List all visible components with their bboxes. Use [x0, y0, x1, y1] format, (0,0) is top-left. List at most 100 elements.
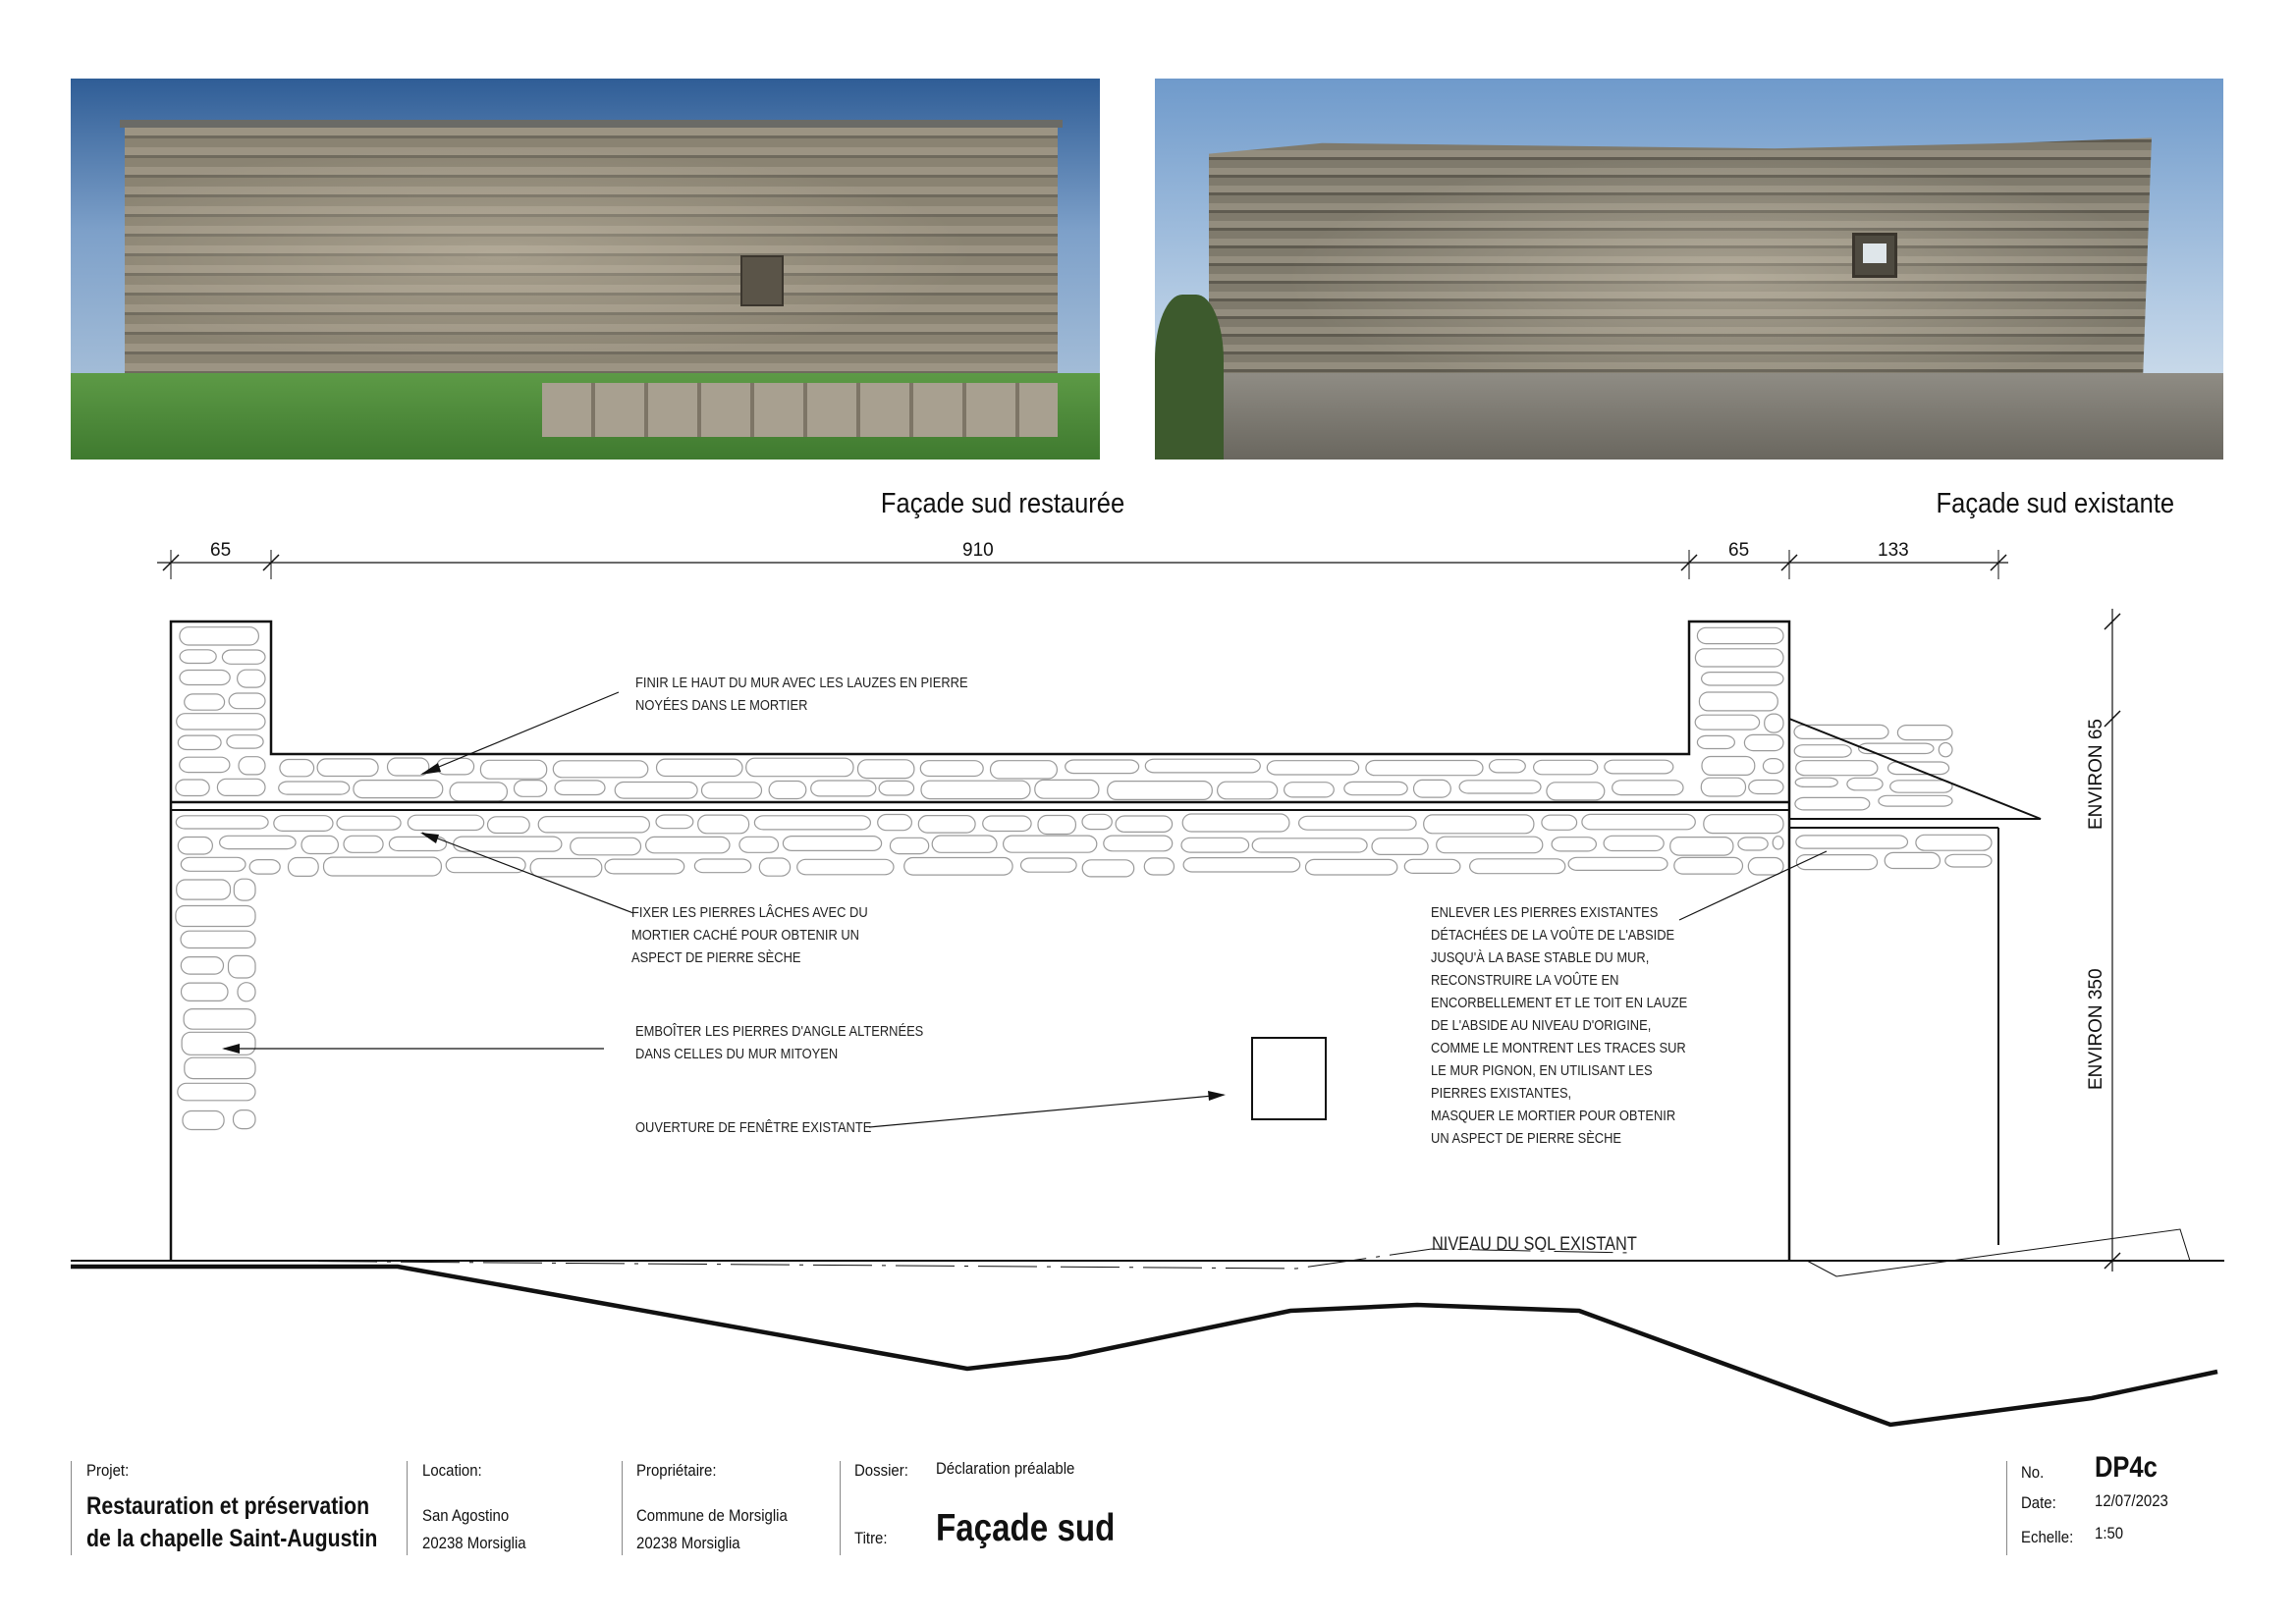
stone: [1365, 759, 1484, 777]
stone: [768, 780, 807, 800]
stone: [436, 757, 475, 776]
stone: [877, 813, 913, 832]
stone-pattern: [175, 626, 1993, 1131]
stone: [179, 626, 259, 646]
stone: [273, 815, 334, 833]
stone: [1673, 856, 1744, 875]
stone: [179, 756, 231, 774]
stone: [221, 649, 266, 665]
stone: [1343, 781, 1408, 796]
stone: [1743, 733, 1784, 752]
note-wall-top: FINIR LE HAUT DU MUR AVEC LES LAUZES EN …: [635, 675, 968, 714]
stone: [604, 858, 685, 875]
caption-existing: Façade sud existante: [1936, 488, 2175, 519]
stone: [1034, 779, 1100, 799]
stone: [1546, 782, 1606, 801]
stone: [1081, 813, 1113, 831]
stone: [1412, 779, 1451, 798]
stone: [1795, 760, 1879, 777]
location-value: San Agostino 20238 Morsiglia: [422, 1506, 526, 1552]
stone: [1603, 835, 1665, 852]
stone: [388, 836, 448, 852]
stone: [1762, 757, 1784, 775]
stone: [1764, 713, 1784, 733]
stone: [1436, 836, 1544, 854]
apse-roof: [1788, 718, 2042, 820]
stone: [1878, 794, 1953, 807]
stone: [179, 669, 231, 686]
stone: [176, 879, 232, 900]
stone: [180, 982, 229, 1001]
dim-right-pier: 65: [1728, 540, 1750, 561]
stone: [180, 930, 256, 949]
note-loose-stones: FIXER LES PIERRES LÂCHES AVEC DU MORTIER…: [631, 904, 868, 966]
dim-apse: 133: [1878, 540, 1909, 561]
stone: [1216, 781, 1279, 800]
stone: [386, 757, 430, 777]
date-label: Date:: [2021, 1493, 2056, 1512]
dimension-ticks: [162, 550, 2007, 579]
stone: [1701, 755, 1756, 776]
stone: [301, 835, 340, 855]
stone: [889, 837, 930, 855]
note-ground-level: NIVEAU DU SOL EXISTANT: [1432, 1234, 1637, 1255]
stone: [453, 836, 563, 852]
note-apse: ENLEVER LES PIERRES EXISTANTES DÉTACHÉES…: [1431, 904, 1688, 1147]
stone: [1694, 714, 1761, 730]
stone: [1772, 836, 1784, 850]
window-opening: [1251, 1037, 1327, 1120]
stone: [1700, 671, 1784, 686]
stone: [227, 954, 256, 979]
stone: [1143, 857, 1175, 876]
annotation-leaders: [224, 691, 1828, 1128]
stone: [175, 815, 269, 830]
stone: [180, 856, 246, 872]
stone: [343, 835, 384, 853]
stone: [449, 782, 509, 802]
stone: [878, 780, 915, 796]
stone: [175, 904, 256, 928]
title-block-divider: [2006, 1461, 2007, 1555]
stone: [1065, 759, 1140, 775]
stone: [1700, 777, 1747, 797]
stone: [1698, 691, 1778, 712]
stone: [1794, 796, 1871, 811]
stone: [1423, 814, 1535, 835]
stone: [248, 858, 281, 875]
stone: [1889, 780, 1953, 793]
stone: [655, 758, 743, 778]
stone: [1115, 815, 1174, 833]
stone: [183, 1007, 256, 1030]
stone: [182, 1109, 225, 1131]
stone: [322, 856, 443, 877]
stone: [1612, 780, 1684, 796]
stone: [316, 758, 379, 778]
stone: [693, 858, 752, 874]
stone: [1581, 813, 1696, 831]
dim-vertical-top: ENVIRON 65: [2086, 719, 2106, 830]
stone: [1251, 838, 1368, 853]
scale-label: Echelle:: [2021, 1528, 2074, 1546]
stone: [1551, 837, 1597, 852]
stone: [1793, 744, 1852, 758]
location-label: Location:: [422, 1461, 482, 1480]
stone: [184, 693, 226, 711]
title-block-divider: [840, 1461, 841, 1555]
project-value: Restauration et préservation de la chape…: [86, 1492, 378, 1552]
stone: [1567, 856, 1668, 871]
stone: [1181, 813, 1290, 833]
stone: [554, 780, 606, 796]
photo-facade-restored: [71, 79, 1100, 460]
stone: [237, 982, 256, 1002]
stone: [919, 760, 984, 778]
stone: [1748, 779, 1784, 795]
stone: [796, 858, 895, 876]
stone: [644, 836, 731, 854]
terrain-profile: [71, 1264, 2218, 1428]
dossier-label: Dossier:: [854, 1461, 908, 1480]
caption-restored: Façade sud restaurée: [880, 488, 1125, 519]
title-block-divider: [71, 1461, 72, 1555]
stone: [903, 856, 1013, 876]
